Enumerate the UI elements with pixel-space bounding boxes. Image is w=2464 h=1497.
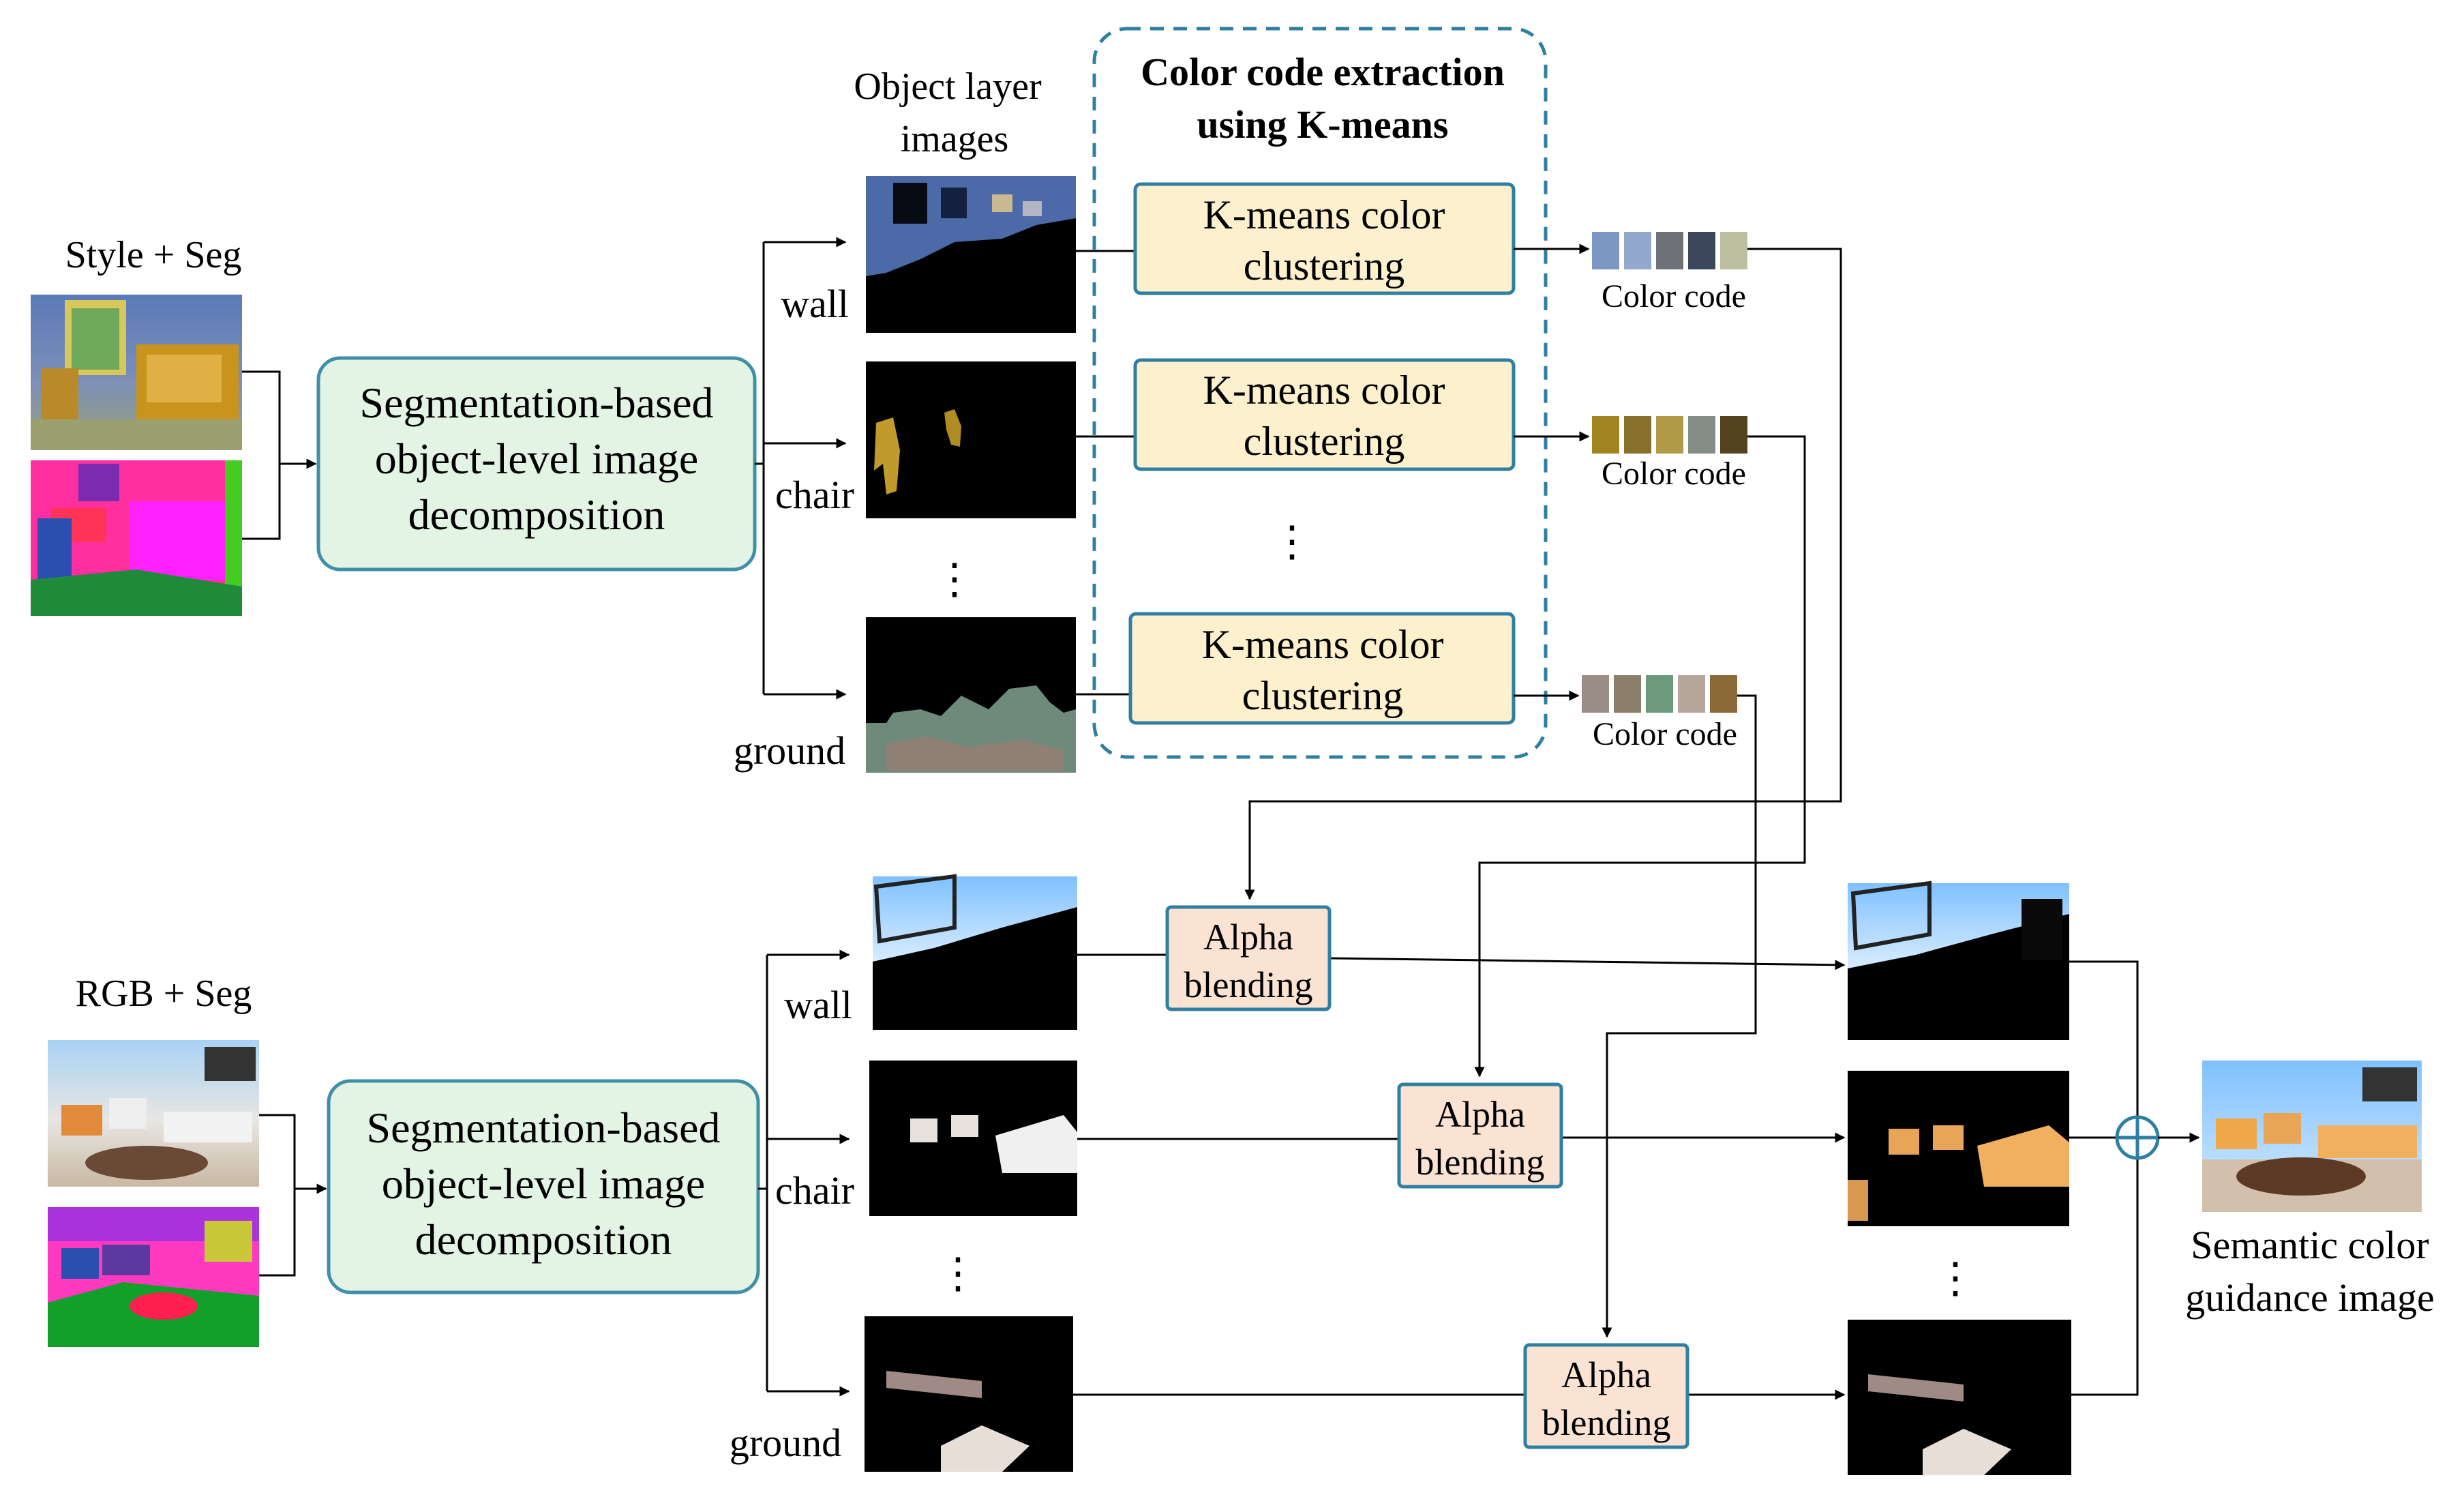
palette-chair-swatch-5 xyxy=(1720,416,1747,454)
rgb-segmentation-image xyxy=(48,1207,259,1347)
alpha-ground-line-2: blending xyxy=(1542,1402,1671,1443)
top-layer-label-wall: wall xyxy=(781,282,849,326)
output-ellipsis: ⋮ xyxy=(1934,1256,1977,1302)
alpha-wall-line-2: blending xyxy=(1184,964,1313,1005)
color-code-label-ground: Color code xyxy=(1593,716,1737,752)
palette-wall-swatch-4 xyxy=(1688,232,1715,269)
alpha-blending-box-ground: Alpha blending xyxy=(1523,1343,1689,1449)
kmeans-wall-line-1: K-means color xyxy=(1203,192,1445,237)
bottom-decomposition-line-3: decomposition xyxy=(415,1215,672,1264)
top-layer-ellipsis: ⋮ xyxy=(933,557,976,603)
kmeans-box-ground: K-means color clustering xyxy=(1128,612,1516,725)
alpha-wall-line-1: Alpha xyxy=(1203,917,1293,958)
style-segmentation-image xyxy=(31,460,242,616)
palette-chair-swatch-1 xyxy=(1592,416,1619,454)
alpha-chair-line-1: Alpha xyxy=(1435,1094,1525,1135)
bottom-layer-label-chair: chair xyxy=(775,1168,854,1213)
kmeans-ground-line-2: clustering xyxy=(1242,673,1404,718)
color-code-label-wall: Color code xyxy=(1602,278,1746,314)
top-chair-layer-image xyxy=(866,361,1076,518)
bottom-decomposition-line-1: Segmentation-based xyxy=(367,1103,721,1152)
top-decomposition-line-1: Segmentation-based xyxy=(360,379,714,427)
kmeans-box-chair: K-means color clustering xyxy=(1133,358,1516,471)
color-palette-wall xyxy=(1592,232,1747,269)
palette-wall-swatch-1 xyxy=(1592,232,1619,269)
extraction-title-line-1: Color code extraction xyxy=(1141,50,1505,94)
sum-plus-icon xyxy=(2115,1115,2160,1160)
palette-ground-swatch-5 xyxy=(1710,675,1737,713)
alpha-chair-line-2: blending xyxy=(1416,1142,1545,1183)
top-layer-label-chair: chair xyxy=(775,473,854,517)
kmeans-ground-line-1: K-means color xyxy=(1202,622,1444,667)
output-label-line-2: guidance image xyxy=(2185,1275,2435,1320)
object-layer-title-line-1: Object layer xyxy=(854,65,1042,108)
semantic-color-guidance-image xyxy=(2202,1061,2422,1212)
output-wall-layer-image xyxy=(1848,880,2069,1040)
color-code-label-chair: Color code xyxy=(1602,456,1746,492)
bottom-layer-label-wall: wall xyxy=(784,983,852,1027)
bottom-chair-layer-image xyxy=(869,1061,1077,1216)
top-ground-layer-image xyxy=(866,617,1076,773)
bottom-decomposition-box xyxy=(327,1079,760,1294)
style-painting-image xyxy=(31,295,242,450)
alpha-blending-box-wall: Alpha blending xyxy=(1165,905,1332,1011)
bottom-wall-layer-image xyxy=(873,874,1077,1030)
color-code-extraction-frame xyxy=(1092,27,1548,759)
color-palette-chair xyxy=(1592,416,1747,454)
palette-wall-swatch-2 xyxy=(1624,232,1651,269)
palette-ground-swatch-2 xyxy=(1614,675,1641,713)
palette-chair-swatch-2 xyxy=(1624,416,1651,454)
output-ground-layer-image xyxy=(1848,1320,2071,1475)
extraction-title-line-2: using K-means xyxy=(1197,102,1448,147)
rgb-seg-label: RGB + Seg xyxy=(76,973,252,1015)
object-layer-title-line-2: images xyxy=(901,118,1009,160)
output-label-line-1: Semantic color xyxy=(2191,1223,2429,1267)
palette-chair-swatch-4 xyxy=(1688,416,1715,454)
palette-chair-swatch-3 xyxy=(1656,416,1683,454)
alpha-blending-box-chair: Alpha blending xyxy=(1397,1082,1563,1189)
palette-ground-swatch-1 xyxy=(1582,675,1609,713)
palette-ground-swatch-4 xyxy=(1678,675,1705,713)
kmeans-box-wall: K-means color clustering xyxy=(1133,182,1516,295)
top-decomposition-line-3: decomposition xyxy=(408,490,665,539)
palette-ground-swatch-3 xyxy=(1646,675,1673,713)
top-decomposition-line-2: object-level image xyxy=(375,434,698,483)
kmeans-wall-line-2: clustering xyxy=(1244,243,1405,288)
kmeans-chair-line-1: K-means color xyxy=(1203,368,1445,413)
top-layer-label-ground: ground xyxy=(734,728,845,773)
rgb-room-image xyxy=(48,1040,259,1187)
kmeans-ellipsis: ⋮ xyxy=(1271,519,1313,565)
palette-wall-swatch-3 xyxy=(1656,232,1683,269)
alpha-ground-line-1: Alpha xyxy=(1561,1354,1651,1395)
bottom-decomposition-line-2: object-level image xyxy=(382,1159,705,1208)
output-chair-layer-image xyxy=(1848,1071,2069,1226)
top-wall-layer-image xyxy=(866,176,1076,333)
bottom-input-ellipsis: ⋮ xyxy=(937,1251,979,1297)
style-seg-label: Style + Seg xyxy=(65,234,242,276)
kmeans-chair-line-2: clustering xyxy=(1244,419,1405,464)
bottom-ground-layer-image xyxy=(865,1316,1073,1472)
bottom-layer-label-ground: ground xyxy=(730,1421,841,1465)
palette-wall-swatch-5 xyxy=(1720,232,1747,269)
color-palette-ground xyxy=(1582,675,1737,713)
